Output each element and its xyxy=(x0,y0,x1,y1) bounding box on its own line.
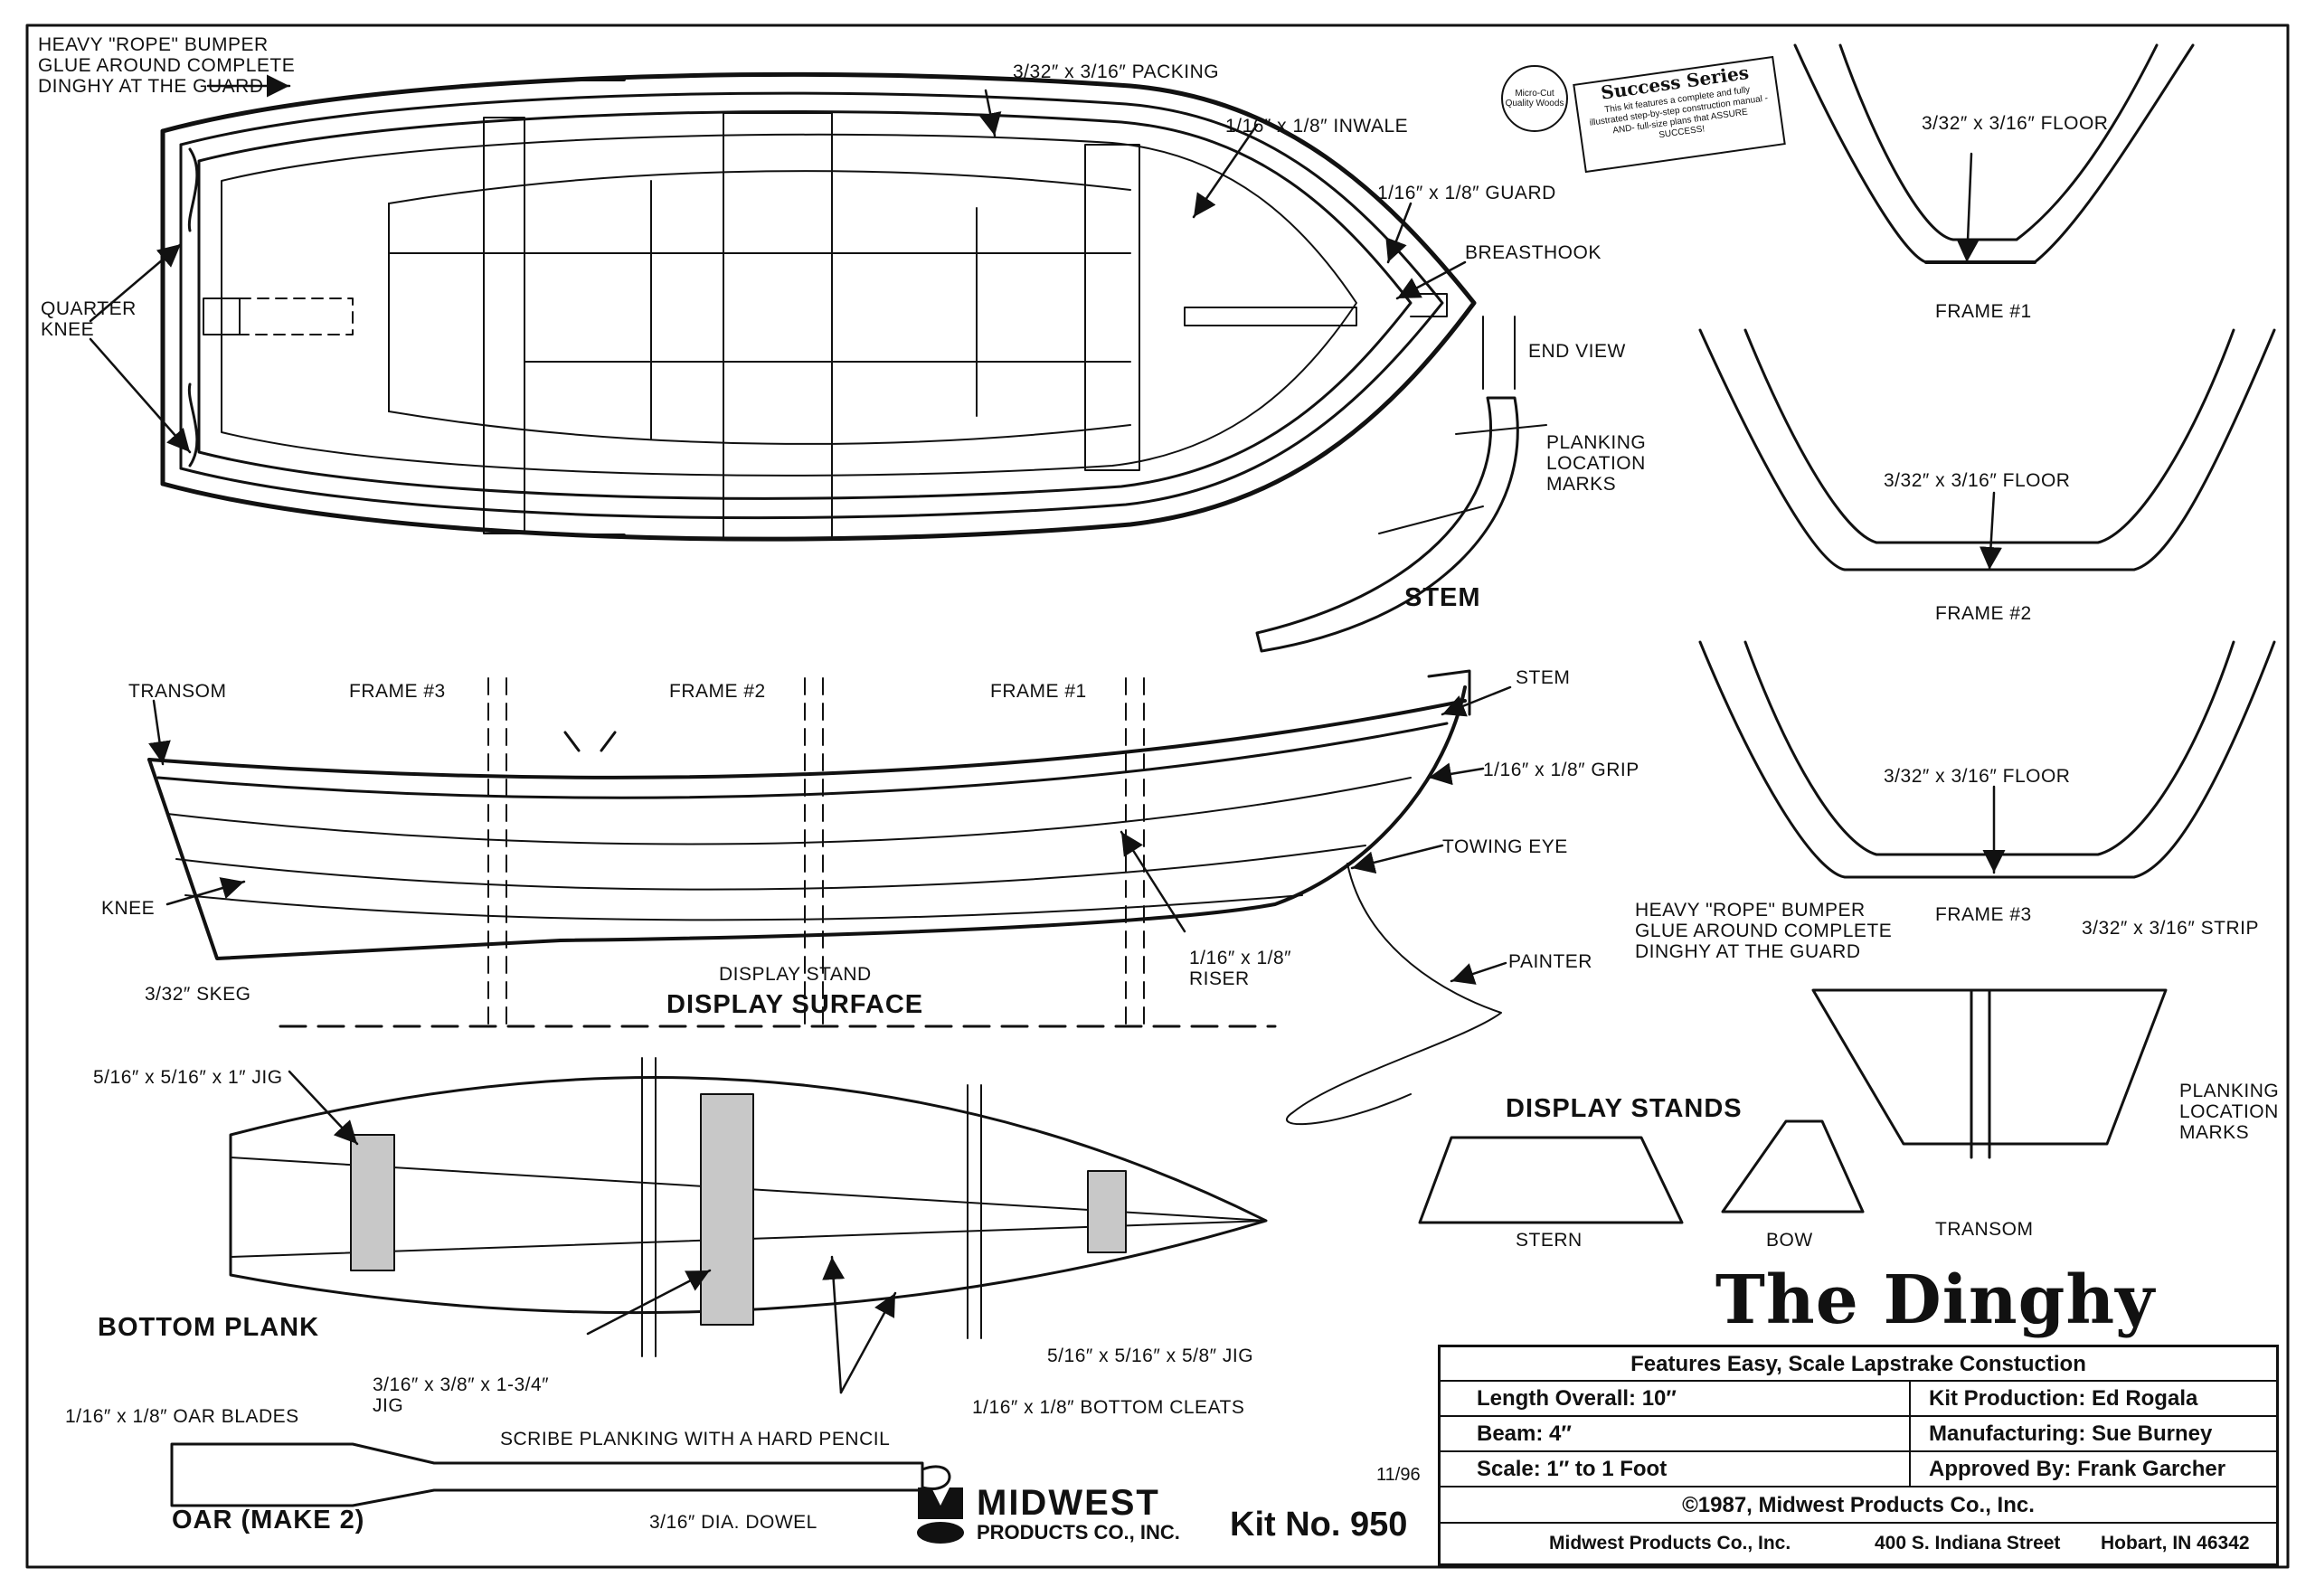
bottom-plank xyxy=(229,1057,1268,1357)
side-view-hull xyxy=(147,669,1502,1126)
address-street: 400 S. Indiana Street xyxy=(1875,1533,2061,1554)
guard-label: 1/16″ x 1/8″ GUARD xyxy=(1377,183,1556,203)
frame2-label: FRAME #2 xyxy=(669,681,766,702)
frame2-caption: FRAME #2 xyxy=(1935,603,2032,624)
bow-stand xyxy=(1721,1119,1865,1214)
beam-text: Beam: 4″ xyxy=(1477,1421,1572,1446)
micro-cut-logo: Micro-Cut Quality Woods xyxy=(1501,65,1568,132)
midwest-m-icon xyxy=(917,1487,964,1544)
approved-text: Approved By: Frank Garcher xyxy=(1929,1457,2226,1481)
oar-title: OAR (MAKE 2) xyxy=(172,1506,365,1535)
copyright-text: ©1987, Midwest Products Co., Inc. xyxy=(1682,1493,2035,1517)
frame3-label: FRAME #3 xyxy=(349,681,446,702)
manufacturing-text: Manufacturing: Sue Burney xyxy=(1929,1421,2213,1446)
skeg-label: 3/32″ SKEG xyxy=(145,984,251,1005)
leader-arrows xyxy=(89,74,2006,1394)
jig-big xyxy=(350,1134,395,1271)
end-view-label: END VIEW xyxy=(1528,341,1626,362)
address-city: Hobart, IN 46342 xyxy=(2101,1533,2250,1554)
kit-number: Kit No. 950 xyxy=(1230,1506,1408,1544)
frame-1-drawing xyxy=(1793,43,2195,264)
revision-date: 11/96 xyxy=(1376,1465,1421,1485)
scale-text: Scale: 1″ to 1 Foot xyxy=(1477,1457,1668,1481)
success-series-badge: Micro-Cut Quality Woods Success Series T… xyxy=(1501,55,1791,174)
jig-mid-label: 3/16″ x 3/8″ x 1-3/4″ JIG xyxy=(373,1374,550,1416)
stem-label: STEM xyxy=(1516,667,1571,688)
info-table: Features Easy, Scale Lapstrake Constucti… xyxy=(1438,1345,2279,1566)
painter-label: PAINTER xyxy=(1508,951,1592,972)
frame-2-drawing xyxy=(1698,328,2276,571)
floor1-label: 3/32″ x 3/16″ FLOOR xyxy=(1922,113,2109,134)
transom-caption: TRANSOM xyxy=(1935,1219,2034,1240)
jig-mid xyxy=(700,1093,754,1326)
frame1-label: FRAME #1 xyxy=(990,681,1087,702)
rope-bumper-label: HEAVY "ROPE" BUMPER GLUE AROUND COMPLETE… xyxy=(38,34,296,97)
logo-sub: PRODUCTS CO., INC. xyxy=(977,1521,1180,1544)
transom-drawing xyxy=(1811,988,2168,1159)
packing-label: 3/32″ x 3/16″ PACKING xyxy=(1013,61,1220,82)
stern-label: STERN xyxy=(1516,1230,1583,1251)
planking-marks-label: PLANKING LOCATION MARKS xyxy=(1546,432,1647,495)
page-border xyxy=(25,24,2290,1569)
frame-3-drawing xyxy=(1698,640,2276,879)
inwale-label: 1/16″ x 1/8″ INWALE xyxy=(1225,116,1409,137)
frame3-caption: FRAME #3 xyxy=(1935,904,2032,925)
kit-production-text: Kit Production: Ed Rogala xyxy=(1929,1386,2198,1411)
stern-stand xyxy=(1418,1136,1684,1224)
breasthook-label: BREASTHOOK xyxy=(1465,242,1602,263)
stem-title: STEM xyxy=(1404,583,1481,612)
planking-marks-label-2: PLANKING LOCATION MARKS xyxy=(2179,1081,2280,1143)
bottom-cleats-label: 1/16″ x 1/8″ BOTTOM CLEATS xyxy=(972,1397,1245,1418)
address-company: Midwest Products Co., Inc. xyxy=(1549,1533,1791,1554)
frame1-caption: FRAME #1 xyxy=(1935,301,2032,322)
jig-big-label: 5/16″ x 5/16″ x 1″ JIG xyxy=(93,1067,283,1088)
towing-eye-label: TOWING EYE xyxy=(1442,836,1568,857)
scribe-label: SCRIBE PLANKING WITH A HARD PENCIL xyxy=(500,1429,891,1450)
transom-label: TRANSOM xyxy=(128,681,227,702)
features-text: Features Easy, Scale Lapstrake Constucti… xyxy=(1630,1352,2086,1376)
rope-bumper-label-2: HEAVY "ROPE" BUMPER GLUE AROUND COMPLETE… xyxy=(1635,900,1893,962)
display-stand-label: DISPLAY STAND xyxy=(719,964,872,985)
display-stands-title: DISPLAY STANDS xyxy=(1506,1094,1743,1123)
bow-label: BOW xyxy=(1766,1230,1813,1251)
display-surface-title: DISPLAY SURFACE xyxy=(666,990,924,1019)
top-view-hull xyxy=(160,71,1477,542)
oar-blades-label: 1/16″ x 1/8″ OAR BLADES xyxy=(65,1406,299,1427)
dowel-label: 3/16″ DIA. DOWEL xyxy=(649,1512,817,1533)
plan-title: The Dinghy xyxy=(1715,1261,2156,1339)
strip-label: 3/32″ x 3/16″ STRIP xyxy=(2082,918,2259,939)
length-text: Length Overall: 10″ xyxy=(1477,1386,1677,1411)
quarter-knee-label: QUARTER KNEE xyxy=(41,298,137,340)
midwest-logo: MIDWEST PRODUCTS CO., INC. xyxy=(913,1483,1203,1546)
oar xyxy=(170,1442,951,1507)
floor2-label: 3/32″ x 3/16″ FLOOR xyxy=(1884,470,2071,491)
logo-name: MIDWEST xyxy=(977,1483,1160,1523)
jig-small-label: 5/16″ x 5/16″ x 5/8″ JIG xyxy=(1047,1346,1254,1366)
riser-label: 1/16″ x 1/8″ RISER xyxy=(1189,948,1292,989)
floor3-label: 3/32″ x 3/16″ FLOOR xyxy=(1884,766,2071,787)
grip-label: 1/16″ x 1/8″ GRIP xyxy=(1483,760,1639,780)
stem-detail xyxy=(1255,316,1547,653)
jig-small xyxy=(1087,1170,1127,1253)
knee-label: KNEE xyxy=(101,898,156,919)
bottom-plank-title: BOTTOM PLANK xyxy=(98,1313,320,1342)
